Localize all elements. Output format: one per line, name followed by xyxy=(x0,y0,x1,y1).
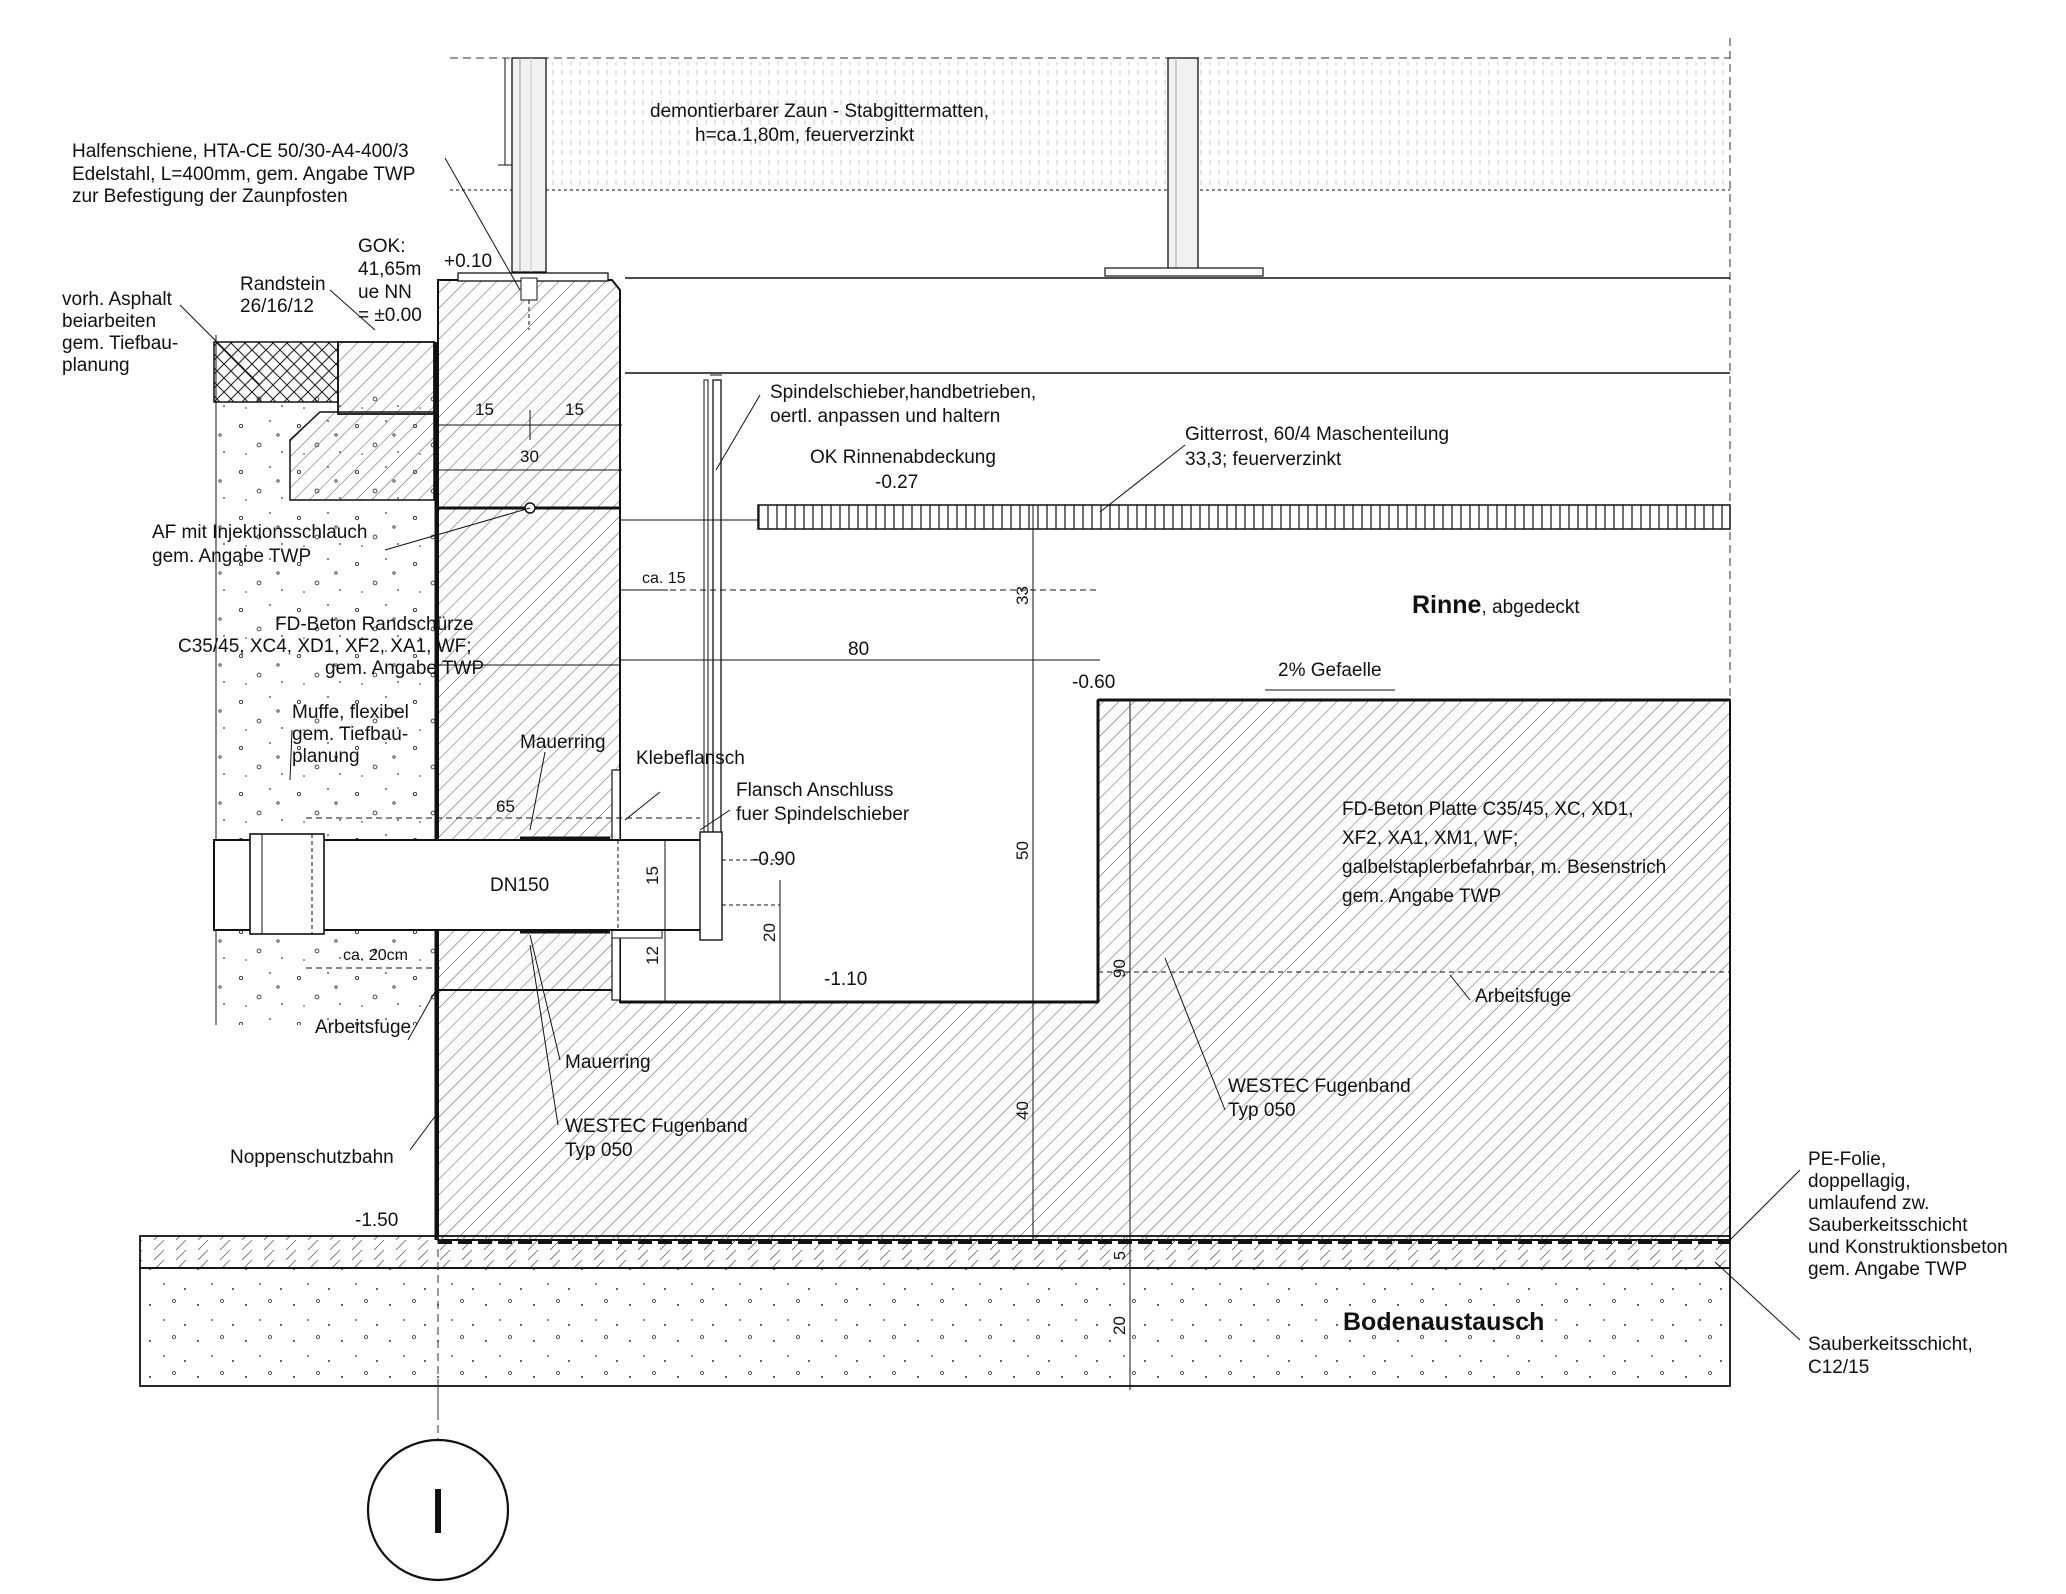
halfen-label-3: zur Befestigung der Zaunpfosten xyxy=(72,186,348,207)
gok-label-3: ue NN xyxy=(358,282,412,303)
pe-label-5: und Konstruktionsbeton xyxy=(1808,1237,2008,1258)
zaun-label-1: demontierbarer Zaun - Stabgittermatten, xyxy=(650,101,989,122)
axis-label: I xyxy=(429,1475,447,1547)
pe-label-4: Sauberkeitsschicht xyxy=(1808,1215,1968,1236)
halfen-label-2: Edelstahl, L=400mm, gem. Angabe TWP xyxy=(72,164,415,185)
dimension-lines xyxy=(306,424,1131,1390)
arbeitsfuge-left-label: Arbeitsfuge xyxy=(315,1017,411,1038)
gitterrost-label-2: 33,3; feuerverzinkt xyxy=(1185,449,1342,470)
westec-right-label-2: Typ 050 xyxy=(1228,1100,1296,1121)
level-m090: -0.90 xyxy=(752,849,795,870)
dim-90: 90 xyxy=(1110,959,1129,978)
dim-65: 65 xyxy=(496,797,515,816)
gitterrost-label-1: Gitterrost, 60/4 Maschenteilung xyxy=(1185,424,1449,445)
dim-50: 50 xyxy=(1013,841,1032,860)
level-m060: -0.60 xyxy=(1072,672,1115,693)
dim-80: 80 xyxy=(848,639,869,660)
dim-15b: 15 xyxy=(565,400,584,419)
level-m150: -1.50 xyxy=(355,1210,398,1231)
spindel-label-1: Spindelschieber,handbetrieben, xyxy=(770,382,1036,403)
fd-platte-label-2: XF2, XA1, XM1, WF; xyxy=(1342,828,1518,849)
pe-label-3: umlaufend zw. xyxy=(1808,1193,1929,1214)
ground-left xyxy=(213,335,438,1240)
asphalt-label-2: beiarbeiten xyxy=(62,311,156,332)
fd-rand-label-2: C35/45, XC4, XD1, XF2, XA1, WF; xyxy=(178,636,472,657)
dim-12: 12 xyxy=(643,946,662,965)
halfen-label-1: Halfenschiene, HTA-CE 50/30-A4-400/3 xyxy=(72,141,409,162)
dim-5: 5 xyxy=(1112,1251,1129,1260)
randstein-label-2: 26/16/12 xyxy=(240,296,314,317)
asphalt-label-3: gem. Tiefbau- xyxy=(62,333,178,354)
westec-left-label-2: Typ 050 xyxy=(565,1140,633,1161)
af-label-1: AF mit Injektionsschlauch xyxy=(152,522,367,543)
dim-33: 33 xyxy=(1013,586,1032,605)
gok-label-1: GOK: xyxy=(358,236,406,257)
noppen-label: Noppenschutzbahn xyxy=(230,1147,394,1168)
fence xyxy=(450,38,1731,1390)
fd-platte-label-4: gem. Angabe TWP xyxy=(1342,886,1501,907)
sauber-label-2: C12/15 xyxy=(1808,1357,1869,1378)
dim-40: 40 xyxy=(1013,1101,1032,1120)
gok-label-4: = ±0.00 xyxy=(358,305,422,326)
pe-label-1: PE-Folie, xyxy=(1808,1149,1886,1170)
ok-rinne-label: OK Rinnenabdeckung xyxy=(810,447,996,468)
fd-rand-label-3: gem. Angabe TWP xyxy=(325,658,484,679)
muffe-label-2: gem. Tiefbau- xyxy=(292,724,408,745)
dim-15a: 15 xyxy=(475,400,494,419)
af-label-2: gem. Angabe TWP xyxy=(152,546,311,567)
subbase xyxy=(139,1235,1731,1420)
westec-left-label-1: WESTEC Fugenband xyxy=(565,1116,748,1137)
gok-label-2: 41,65m xyxy=(358,259,421,280)
dim-15c: 15 xyxy=(643,866,662,885)
westec-right-label-1: WESTEC Fugenband xyxy=(1228,1076,1411,1097)
fd-rand-label-1: FD-Beton Randschürze xyxy=(275,614,474,635)
zaun-label-2: h=ca.1,80m, feuerverzinkt xyxy=(695,125,915,146)
pe-label-2: doppellagig, xyxy=(1808,1171,1910,1192)
flansch-label-1: Flansch Anschluss xyxy=(736,780,893,801)
dim-30: 30 xyxy=(520,447,539,466)
sauber-label-1: Sauberkeitsschicht, xyxy=(1808,1334,1973,1355)
bodenaustausch-label: Bodenaustausch xyxy=(1343,1308,1544,1336)
mauerring-bottom-label: Mauerring xyxy=(565,1052,651,1073)
dim-20: 20 xyxy=(760,923,779,942)
ca20-label: ca. 20cm xyxy=(343,947,408,964)
axis-marker xyxy=(366,1386,510,1582)
fd-platte-label-1: FD-Beton Platte C35/45, XC, XD1, xyxy=(1342,799,1633,820)
fd-platte-label-3: galbelstaplerbefahrbar, m. Besenstrich xyxy=(1342,857,1666,878)
asphalt-label-1: vorh. Asphalt xyxy=(62,289,173,310)
rinne-label: Rinne, abgedeckt xyxy=(1412,591,1580,619)
level-m110: -1.10 xyxy=(824,969,867,990)
leader-lines xyxy=(179,157,1801,1341)
pipe-dn150 xyxy=(213,831,780,941)
muffe-label-1: Muffe, flexibel xyxy=(292,702,409,723)
dn150-label: DN150 xyxy=(490,875,549,896)
muffe-label-3: planung xyxy=(292,746,360,767)
pe-label-6: gem. Angabe TWP xyxy=(1808,1259,1967,1280)
level-p010: +0.10 xyxy=(444,251,492,272)
gitterrost xyxy=(620,504,1731,530)
asphalt-label-4: planung xyxy=(62,355,130,376)
randstein-label-1: Randstein xyxy=(240,274,326,295)
dim-ca15: ca. 15 xyxy=(642,570,686,587)
gefaelle-label: 2% Gefaelle xyxy=(1278,660,1382,681)
mauerring-top-label: Mauerring xyxy=(520,732,606,753)
dim-20b: 20 xyxy=(1110,1316,1129,1335)
arbeitsfuge-right-label: Arbeitsfuge xyxy=(1475,986,1571,1007)
spindel-label-2: oertl. anpassen und haltern xyxy=(770,406,1000,427)
klebeflansch-label: Klebeflansch xyxy=(636,748,745,769)
level-m027: -0.27 xyxy=(875,472,918,493)
flansch-label-2: fuer Spindelschieber xyxy=(736,804,910,825)
